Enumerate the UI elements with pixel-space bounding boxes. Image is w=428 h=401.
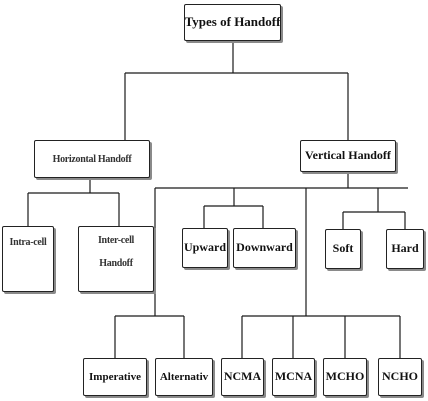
ncma-label: NCMA: [223, 369, 262, 384]
soft-label: Soft: [332, 241, 354, 256]
intra-cell-handoff-node: Intra-cell: [2, 226, 54, 292]
soft-node: Soft: [325, 229, 361, 269]
upward-node: Upward: [182, 228, 228, 268]
imperative-label: Imperative: [89, 370, 141, 383]
types-of-handoff-node: Types of Handoff: [184, 4, 281, 41]
downward-label: Downward: [236, 240, 293, 255]
imperative-node: Imperative: [83, 358, 147, 396]
upward-label: Upward: [183, 240, 226, 255]
types-of-handoff-label: Types of Handoff: [184, 14, 281, 30]
inter-cell-handoff-label: Inter-cell: [97, 235, 135, 246]
intra-cell-handoff-label: Intra-cell: [9, 237, 47, 248]
inter-cell-handoff-label-2: Handoff: [99, 258, 133, 269]
mcna-label: MCNA: [274, 369, 313, 384]
vertical-handoff-node: Vertical Handoff: [300, 140, 396, 172]
horizontal-handoff-label: Horizontal Handoff: [52, 153, 132, 165]
vertical-handoff-label: Vertical Handoff: [305, 148, 391, 163]
hard-label: Hard: [391, 241, 419, 256]
mcho-node: MCHO: [323, 358, 367, 396]
hard-node: Hard: [386, 229, 424, 269]
alternative-node: Alternativ: [155, 358, 213, 396]
mcna-node: MCNA: [272, 358, 315, 396]
ncho-label: NCHO: [382, 369, 418, 384]
alternative-label: Alternativ: [159, 370, 209, 383]
horizontal-handoff-node: Horizontal Handoff: [34, 140, 150, 178]
mcho-label: MCHO: [325, 369, 365, 384]
ncma-node: NCMA: [221, 358, 264, 396]
downward-node: Downward: [233, 228, 296, 268]
ncho-node: NCHO: [378, 358, 422, 396]
inter-cell-handoff-node: Inter-cell Handoff: [78, 226, 154, 292]
